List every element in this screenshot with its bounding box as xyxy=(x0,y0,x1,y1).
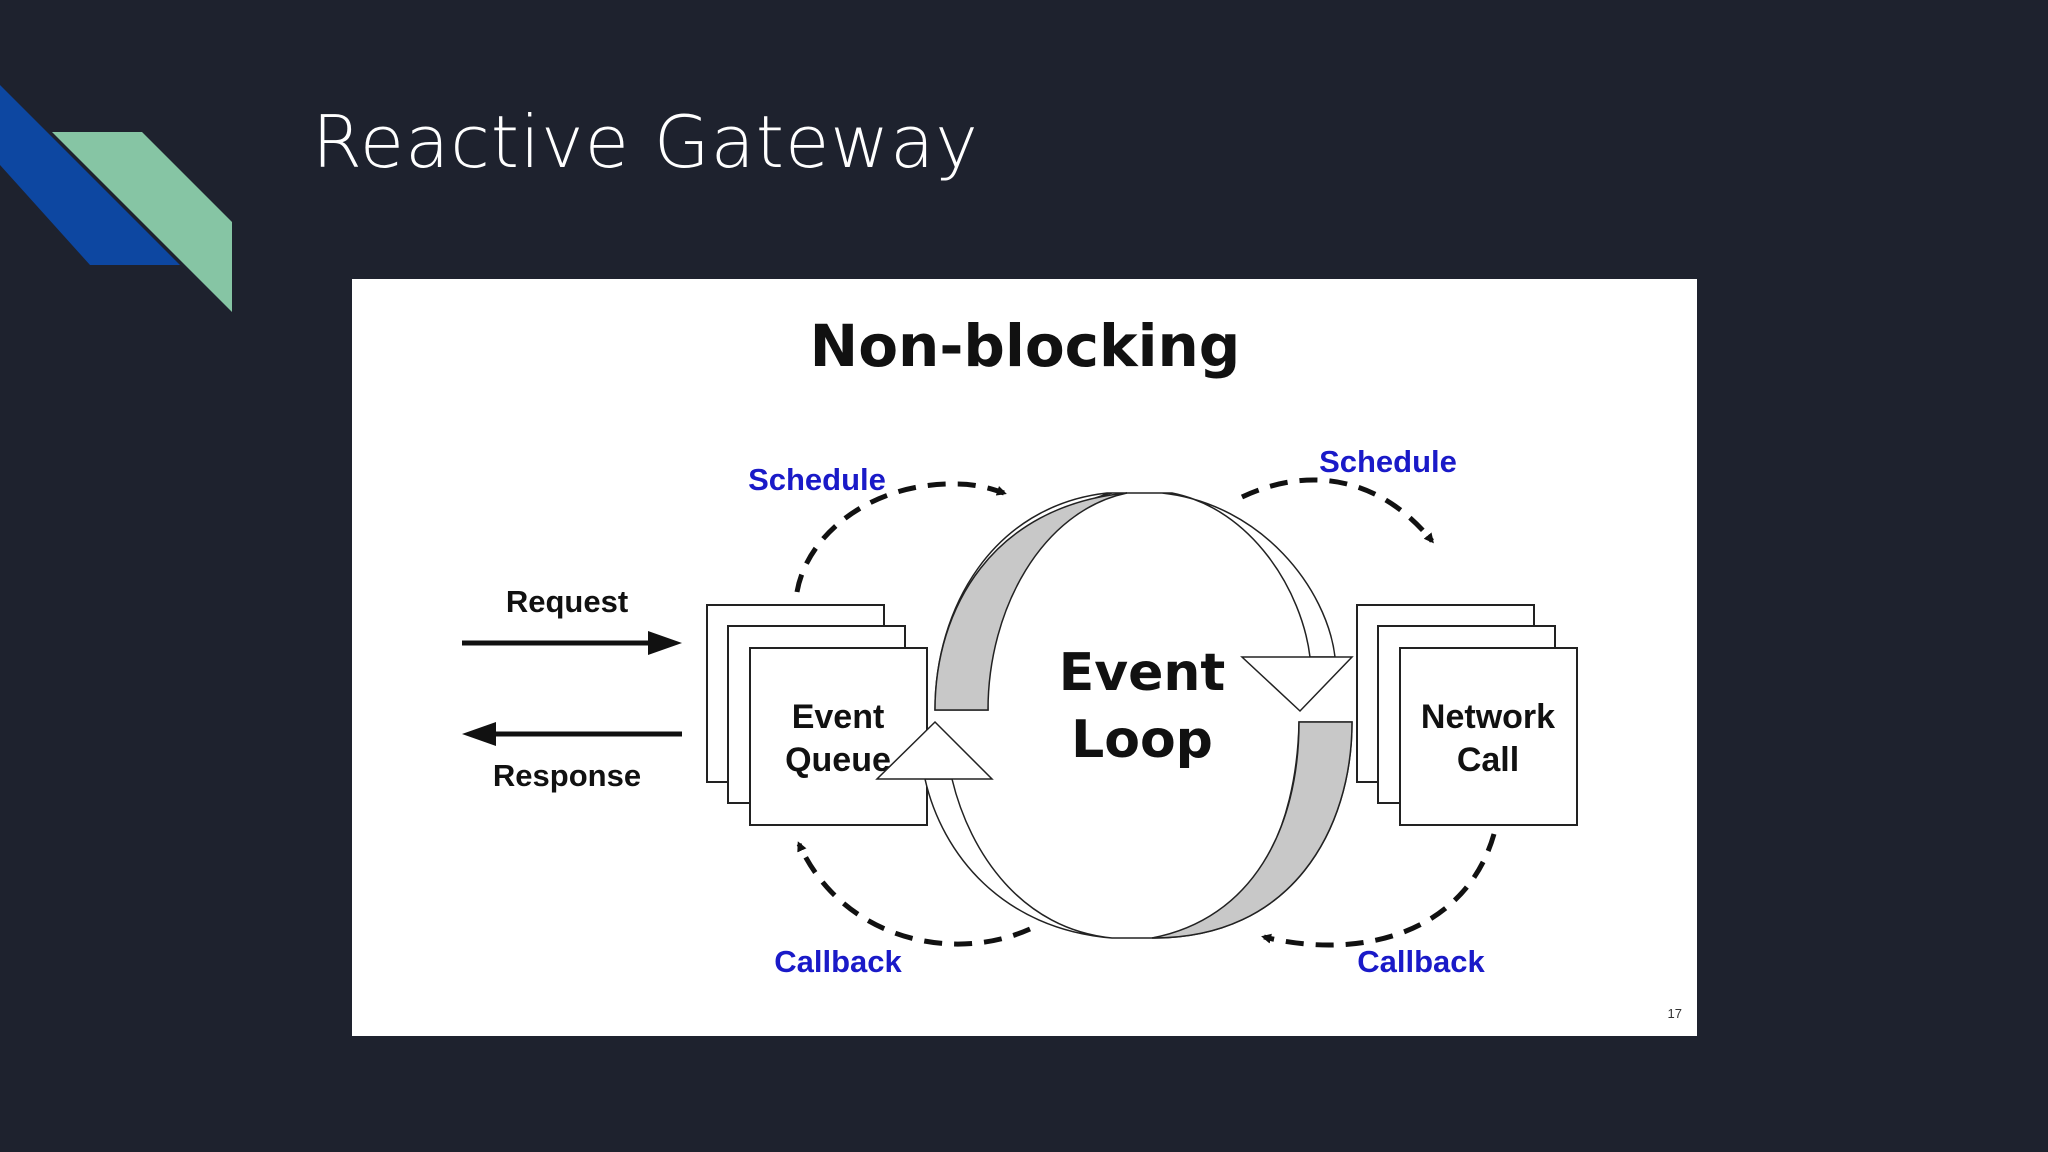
network-call-label-1: Network xyxy=(1421,698,1555,736)
left-schedule-label: Schedule xyxy=(748,462,886,497)
left-callback-label: Callback xyxy=(774,944,902,979)
right-schedule-label: Schedule xyxy=(1319,444,1457,479)
event-loop-label-1: Event xyxy=(1059,643,1226,703)
left-callback-arrow xyxy=(796,841,1032,947)
request-label: Request xyxy=(506,584,628,619)
event-queue-label-1: Event xyxy=(792,698,885,736)
right-callback-arrow xyxy=(1261,833,1497,948)
network-call-stack xyxy=(1356,604,1578,826)
blue-stripe xyxy=(0,85,180,265)
event-loop-ribbon xyxy=(875,492,1354,939)
event-queue-label-2: Queue xyxy=(785,741,891,779)
response-arrow xyxy=(462,722,682,746)
event-loop-label-2: Loop xyxy=(1071,710,1213,770)
page-number: 17 xyxy=(1668,1006,1682,1021)
diagram-heading: Non-blocking xyxy=(810,312,1241,380)
event-loop-diagram: Non-blocking Request Response Event Queu… xyxy=(462,312,1682,1021)
green-stripe xyxy=(52,132,232,312)
left-schedule-arrow xyxy=(794,481,1007,593)
slide-title: Reactive Gateway xyxy=(312,100,979,184)
right-schedule-arrow xyxy=(1240,477,1434,544)
request-arrow xyxy=(462,631,682,655)
corner-decoration xyxy=(0,85,232,312)
right-callback-label: Callback xyxy=(1357,944,1485,979)
diagram-panel: Non-blocking Request Response Event Queu… xyxy=(352,279,1697,1036)
response-label: Response xyxy=(493,758,641,793)
event-queue-stack xyxy=(706,604,928,826)
network-call-label-2: Call xyxy=(1457,741,1519,779)
